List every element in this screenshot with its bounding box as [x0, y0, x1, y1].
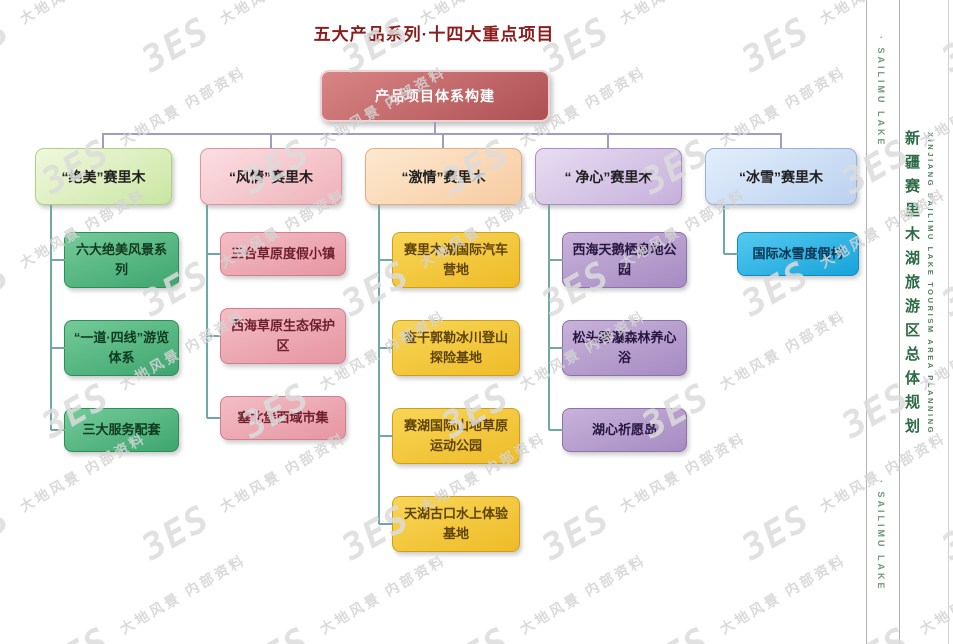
- 3es-logo-watermark: 3ES: [235, 620, 317, 644]
- connector-root-stem: [434, 122, 436, 133]
- connector-branch-stub: [607, 133, 609, 148]
- branch-node-jingxin: “ 净心”赛里木: [535, 148, 682, 205]
- connector-branch-stub: [102, 133, 104, 148]
- sidebar-divider: [948, 0, 949, 644]
- connector-column-line: [50, 205, 52, 430]
- sidebar-divider: [866, 0, 867, 644]
- connector-branch-stub: [270, 133, 272, 148]
- sidebar-divider: [899, 0, 900, 644]
- connector-branch-stub: [442, 133, 444, 148]
- branch-node-fengqing: “风情”赛里木: [200, 148, 342, 205]
- 3es-logo-watermark: 3ES: [35, 620, 117, 644]
- sidebar-en-title: XINJIANG SAILIMU LAKE TOURISM AREA PLANN…: [926, 132, 935, 436]
- diagram-title: 五大产品系列·十四大重点项目: [313, 25, 555, 44]
- project-node: 西海草原生态保护区: [207, 308, 346, 364]
- branch-column-jiqing: 赛里木湖国际汽车营地查干郭勒冰川登山探险基地赛湖国际山地草原运动公园天湖古口水上…: [378, 205, 520, 552]
- root-node: 产品项目体系构建: [320, 70, 550, 122]
- branch-node-juemei: “绝美”赛里木: [35, 148, 172, 205]
- watermark-text: 大地风景 内部资料: [316, 551, 449, 637]
- 3es-logo-watermark: 3ES: [935, 497, 953, 569]
- 3es-logo-watermark: 3ES: [535, 497, 618, 569]
- sidebar-label-bottom: · SAILIMU LAKE: [876, 480, 886, 592]
- project-node: 三大服务配套: [51, 408, 179, 452]
- 3es-logo-watermark: 3ES: [735, 497, 818, 569]
- sidebar-label-top: · SAILIMU LAKE: [876, 36, 886, 148]
- branch-node-jiqing: “激情”赛里木: [365, 148, 522, 205]
- 3es-logo-watermark: 3ES: [135, 497, 218, 569]
- connector-column-line: [723, 205, 725, 254]
- branch-column-jingxin: 西海天鹅栖息地公园松头雾瀑森林养心浴湖心祈愿岛: [548, 205, 687, 452]
- watermark-text: 大地风景 内部资料: [216, 429, 349, 515]
- 3es-logo-watermark: 3ES: [0, 497, 18, 569]
- connector-column-line: [548, 205, 550, 430]
- project-node: “一道·四线”游览体系: [51, 320, 179, 376]
- connector-branch-stub: [780, 133, 782, 148]
- project-node: 西海天鹅栖息地公园: [549, 232, 687, 288]
- project-node: 天湖古口水上体验基地: [379, 496, 520, 552]
- watermark-text: 大地风景 内部资料: [716, 63, 849, 149]
- watermark-text: 大地风景 内部资料: [716, 307, 849, 393]
- 3es-logo-watermark: 3ES: [635, 620, 717, 644]
- 3es-logo-watermark: 3ES: [835, 620, 917, 644]
- project-node: 查干郭勒冰川登山探险基地: [379, 320, 520, 376]
- sidebar-cn-title: 新疆赛里木湖旅游区总体规划: [903, 130, 920, 442]
- connector-column-line: [206, 205, 208, 418]
- project-node: 国际冰雪度假村: [724, 232, 859, 276]
- watermark-text: 大地风景 内部资料: [716, 551, 849, 637]
- watermark-text: 大地风景 内部资料: [516, 551, 649, 637]
- branch-column-bingxue: 国际冰雪度假村: [723, 205, 859, 276]
- watermark-text: 大地风景 内部资料: [116, 551, 249, 637]
- watermark-text: 大地风景 内部资料: [116, 63, 249, 149]
- 3es-logo-watermark: 3ES: [0, 253, 18, 325]
- project-node: 湖心祈愿岛: [549, 408, 687, 452]
- 3es-logo-watermark: 3ES: [935, 9, 953, 81]
- project-node: 赛湖国际山地草原运动公园: [379, 408, 520, 464]
- branch-column-juemei: 六大绝美风景系列 “一道·四线”游览体系三大服务配套: [50, 205, 179, 452]
- 3es-logo-watermark: 3ES: [435, 620, 517, 644]
- branch-column-fengqing: 三台草原度假小镇西海草原生态保护区塞北堡西域市集: [206, 205, 346, 440]
- project-node: 三台草原度假小镇: [207, 232, 346, 276]
- project-node: 塞北堡西域市集: [207, 396, 346, 440]
- project-node: 赛里木湖国际汽车营地: [379, 232, 520, 288]
- project-node: 六大绝美风景系列: [51, 232, 179, 288]
- connector-column-line: [378, 205, 380, 524]
- branch-node-bingxue: “冰雪”赛里木: [705, 148, 857, 205]
- project-node: 松头雾瀑森林养心浴: [549, 320, 687, 376]
- 3es-logo-watermark: 3ES: [935, 253, 953, 325]
